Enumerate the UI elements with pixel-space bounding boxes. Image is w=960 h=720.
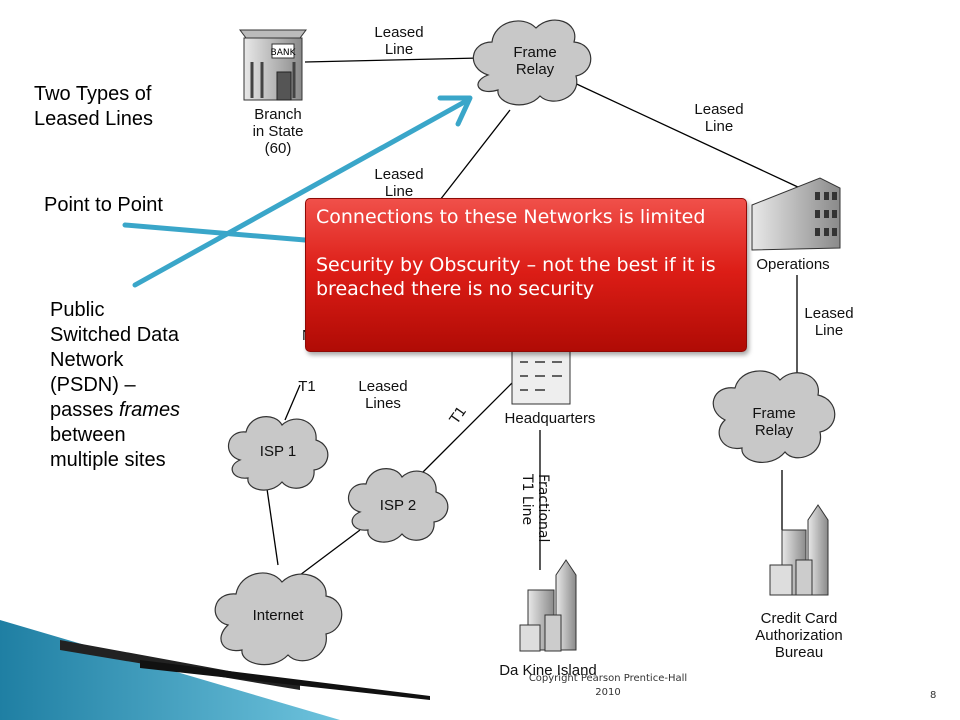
- isp1-cloud: [227, 416, 329, 491]
- arrow-to-point-to-point: [122, 222, 308, 243]
- point-to-point-label: Point to Point: [44, 194, 163, 216]
- callout-line-1: Connections to these Networks is limited: [316, 206, 706, 228]
- t1-left-label: T1: [298, 378, 316, 395]
- leased-line-top-label: Leased Line: [374, 24, 424, 58]
- copyright-notice: Copyright Pearson Prentice-Hall 2010: [528, 673, 688, 698]
- psdn-description: Public Switched Data Network (PSDN) – pa…: [50, 299, 181, 471]
- frame-relay-top-label: Frame Relay: [513, 44, 557, 78]
- credit-card-label: Credit Card Authorization Bureau: [755, 610, 843, 661]
- isp2-label: ISP 2: [379, 497, 417, 514]
- callout-line-2: Security by Obscurity – not the best if …: [316, 254, 716, 300]
- decorative-corner-bars: [0, 620, 430, 720]
- leased-line-mid-label: Leased Line: [374, 166, 424, 200]
- security-callout: Connections to these Networks is limited…: [305, 198, 747, 352]
- branch-bank-icon: BANK: [239, 29, 307, 101]
- da-kine-label: Da Kine Island: [499, 662, 597, 679]
- link-framerelay-operations: [567, 79, 801, 189]
- frame-relay-cloud-top: [472, 19, 592, 106]
- internet-cloud: [214, 572, 343, 666]
- frame-relay-cloud-right: [712, 370, 836, 463]
- link-framerelay-hq: [439, 109, 511, 201]
- link-branch-framerelay: [304, 57, 481, 63]
- branch-bank-sign: BANK: [271, 48, 297, 58]
- credit-card-buildings-icon: [769, 504, 829, 596]
- headquarters-building-icon: [511, 349, 571, 405]
- isp1-label: ISP 1: [259, 443, 297, 460]
- link-isp1-up: [284, 384, 301, 421]
- operations-building-icon: [751, 177, 841, 251]
- leased-line-right-top-label: Leased Line: [694, 101, 744, 135]
- page-number: 8: [930, 690, 937, 701]
- isp2-cloud: [347, 468, 449, 543]
- branch-label: Branch in State (60): [252, 106, 304, 157]
- link-isp2-hq: [414, 379, 516, 481]
- fractional-t1-label: Fractional T1 Line: [519, 474, 551, 543]
- headquarters-label: Headquarters: [504, 410, 596, 427]
- frame-relay-right-label: Frame Relay: [752, 405, 796, 439]
- internet-label: Internet: [252, 607, 304, 624]
- leased-lines-label: Leased Lines: [358, 378, 408, 412]
- link-internet-isp2: [299, 529, 361, 576]
- arrow-to-frame-relay: [132, 97, 471, 288]
- two-types-heading: Two Types of Leased Lines: [34, 83, 153, 130]
- leased-line-right-mid-label: Leased Line: [804, 305, 854, 339]
- operations-label: Operations: [756, 256, 830, 273]
- da-kine-buildings-icon: [519, 559, 577, 652]
